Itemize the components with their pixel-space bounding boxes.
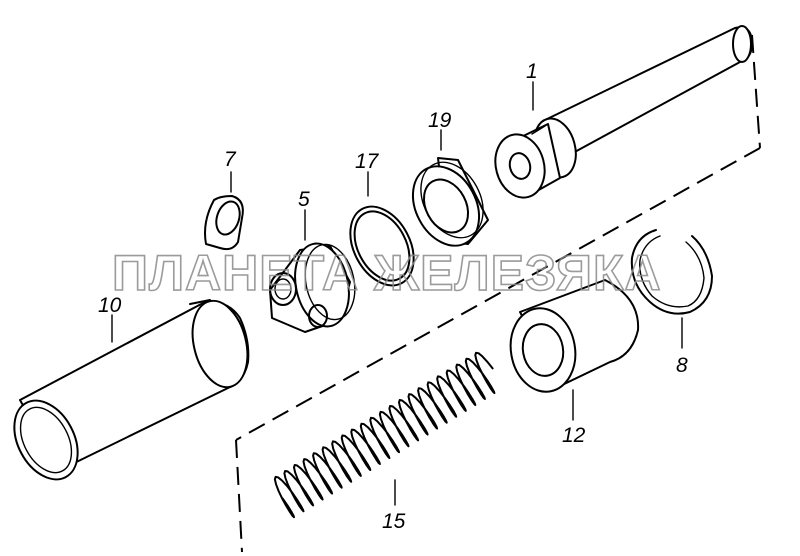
part-label-1: 1 [526,60,538,83]
part-7-clip [204,195,244,251]
part-17-ring [349,205,415,287]
part-5-body [269,242,356,333]
assembly-guide-lines [235,34,761,553]
part-label-7: 7 [224,148,237,171]
part-12-bushing [509,279,640,393]
part-10-tube [13,299,250,481]
part-label-10: 10 [98,294,122,317]
part-8-snap-ring [630,229,713,315]
part-label-12: 12 [562,424,586,447]
watermark-text: ПЛАНЕТА ЖЕЛЕЗЯКА [112,245,662,301]
part-label-8: 8 [676,354,688,377]
leader-lines [111,81,683,506]
part-19-seal [411,157,489,247]
part-1-rod [494,25,753,199]
part-label-15: 15 [382,510,406,533]
part-label-17: 17 [355,150,380,173]
part-label-5: 5 [298,188,310,211]
part-label-19: 19 [428,109,452,132]
part-15-spring [273,351,496,519]
